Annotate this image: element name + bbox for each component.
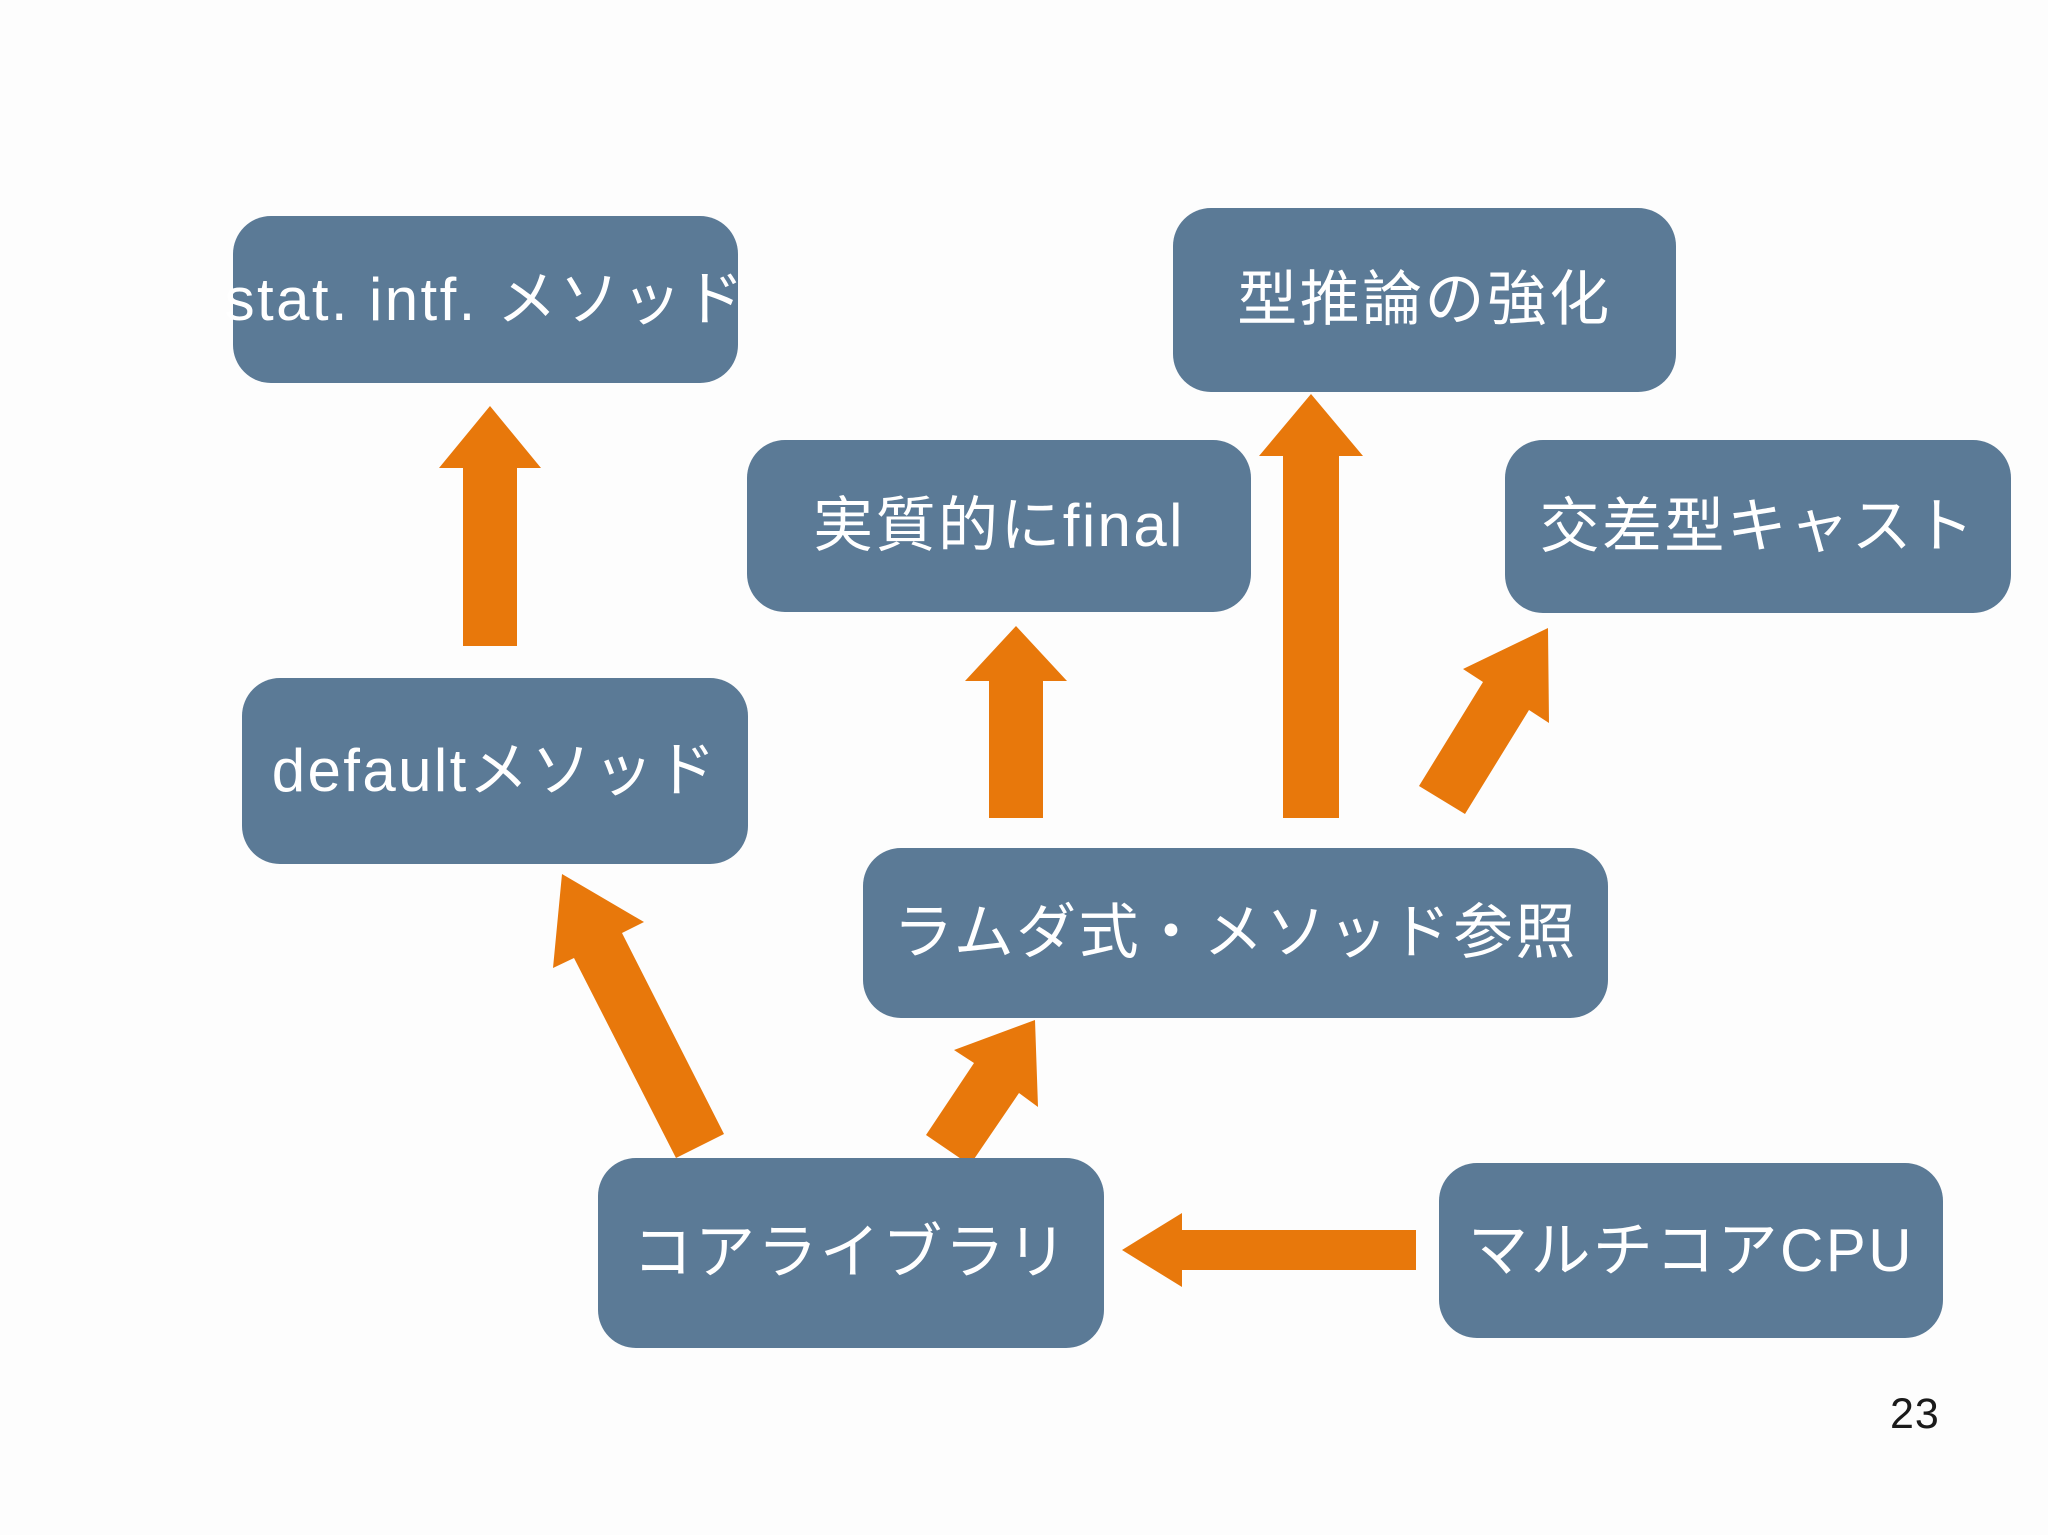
- box-label-core-library: コアライブラリ: [632, 1219, 1070, 1286]
- box-label-type-inference: 型推論の強化: [1237, 266, 1612, 333]
- box-type-inference: 型推論の強化: [1173, 208, 1676, 392]
- box-effectively-final: 実質的にfinal: [747, 440, 1251, 612]
- box-label-stat-intf-method: stat. intf. メソッド: [224, 265, 747, 333]
- arrow-core-library-to-default-method: [553, 874, 724, 1158]
- box-lambda-method-ref: ラムダ式・メソッド参照: [863, 848, 1608, 1018]
- box-label-effectively-final: 実質的にfinal: [813, 492, 1185, 559]
- box-label-multicore-cpu: マルチコアCPU: [1468, 1216, 1914, 1284]
- arrow-multicore-cpu-to-core-library: [1122, 1213, 1416, 1287]
- arrow-default-method-to-stat-intf-method: [439, 406, 541, 646]
- box-default-method: defaultメソッド: [242, 678, 748, 864]
- box-label-lambda-method-ref: ラムダ式・メソッド参照: [893, 899, 1578, 966]
- box-label-default-method: defaultメソッド: [271, 737, 719, 804]
- page-number: 23: [1890, 1390, 1940, 1438]
- box-intersection-cast: 交差型キャスト: [1505, 440, 2011, 613]
- arrow-lambda-method-ref-to-effectively-final: [965, 626, 1067, 818]
- box-label-intersection-cast: 交差型キャスト: [1539, 492, 1977, 560]
- box-core-library: コアライブラリ: [598, 1158, 1104, 1348]
- box-stat-intf-method: stat. intf. メソッド: [225, 216, 744, 383]
- arrow-lambda-method-ref-to-type-inference: [1259, 394, 1363, 818]
- arrow-core-library-to-lambda-method-ref: [926, 1020, 1038, 1165]
- arrow-lambda-method-ref-to-intersection-cast: [1419, 628, 1549, 814]
- box-multicore-cpu: マルチコアCPU: [1439, 1163, 1943, 1338]
